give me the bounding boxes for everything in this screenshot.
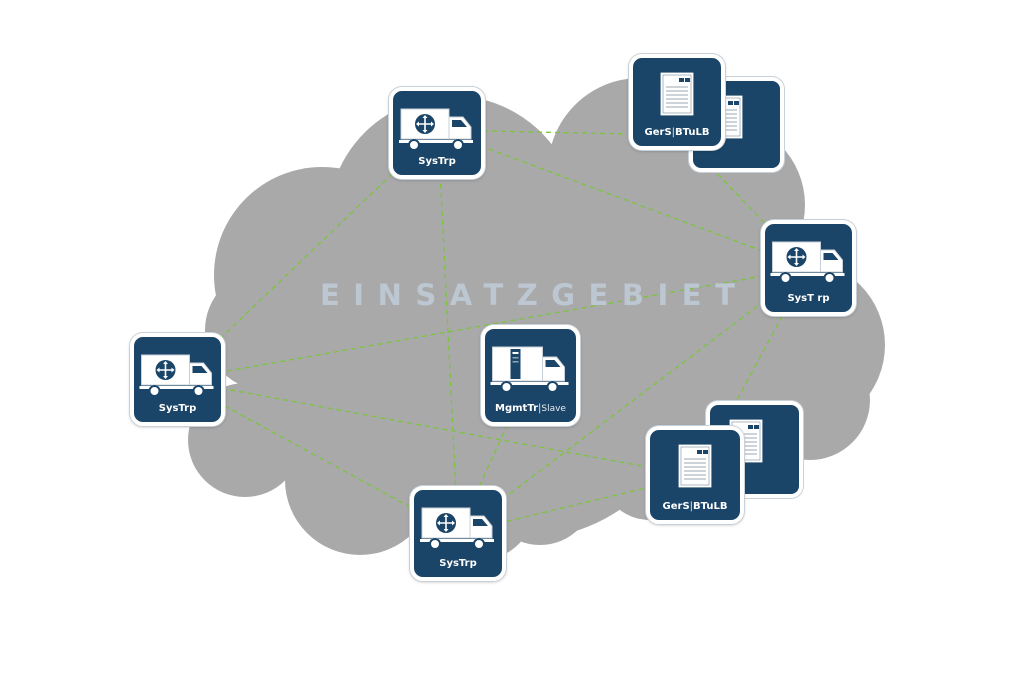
node-label: GerS|BTuLB (662, 501, 728, 512)
node-gers-top[interactable]: GerS|BTuLB (629, 54, 725, 150)
truck-router-icon (420, 507, 494, 550)
document-stack-icon (677, 443, 713, 489)
node-systrp-right[interactable]: SysT rp (761, 220, 856, 316)
node-label: SysTrp (439, 558, 477, 569)
node-systrp-left[interactable]: SysTrp (130, 333, 225, 426)
link-systrp-top-systrp-right (437, 129, 809, 269)
link-systrp-left-gers-bottom (176, 379, 697, 477)
node-systrp-top[interactable]: SysTrp (389, 87, 485, 179)
truck-server-icon (490, 346, 569, 393)
node-label: GerS|BTuLB (644, 127, 710, 138)
document-stack-icon (659, 71, 695, 117)
node-label: SysTrp (418, 156, 456, 167)
node-gers-bottom[interactable]: GerS|BTuLB (646, 426, 744, 524)
truck-router-icon (139, 354, 214, 397)
node-label: SysT rp (787, 293, 830, 304)
link-systrp-right-systrp-bottom (457, 267, 809, 534)
node-mgmt-center[interactable]: MgmtTr|Slave (481, 325, 580, 426)
node-systrp-bottom[interactable]: SysTrp (410, 486, 506, 581)
area-label: EINSATZGEBIET (320, 278, 749, 312)
node-label: MgmtTr|Slave (495, 403, 566, 414)
node-label: SysTrp (158, 403, 197, 414)
truck-router-icon (399, 108, 473, 151)
link-systrp-right-systrp-left (176, 267, 809, 381)
truck-router-icon (770, 241, 845, 284)
link-systrp-top-systrp-bottom (437, 129, 459, 534)
